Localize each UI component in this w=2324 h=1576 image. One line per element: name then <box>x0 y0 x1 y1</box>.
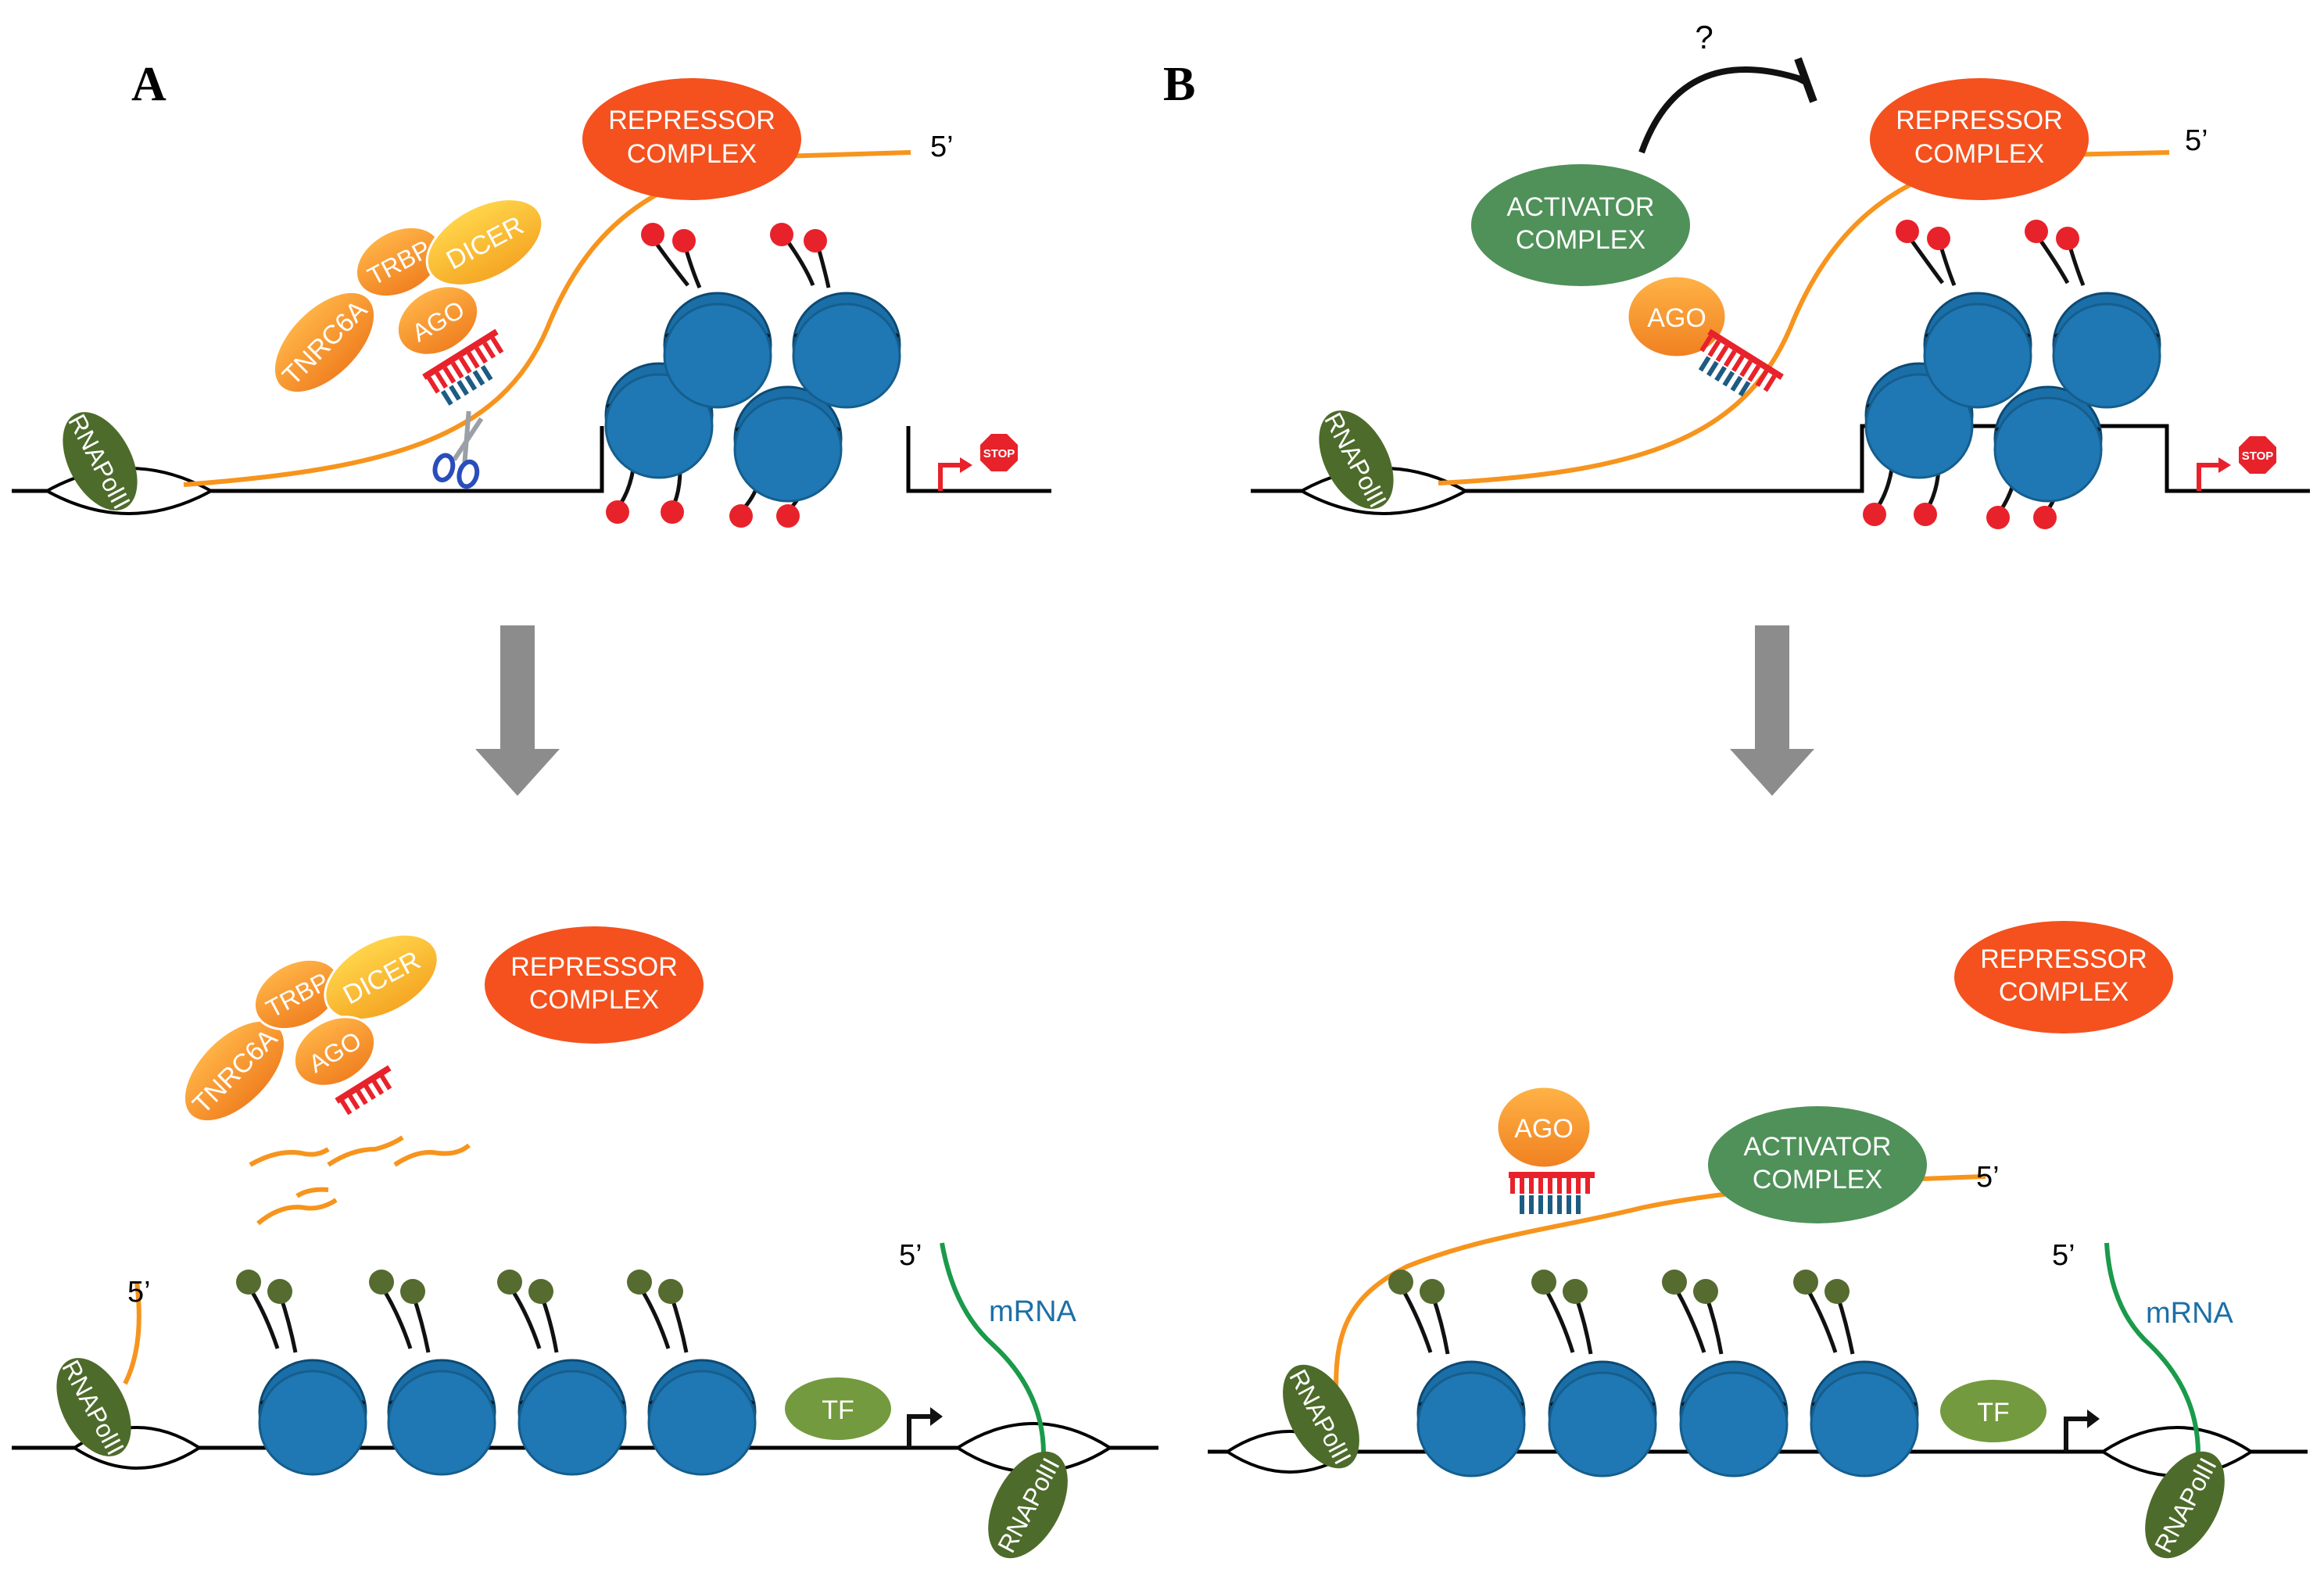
question-mark: ? <box>1695 19 1713 56</box>
panel-b-top: B ? ACTIVATOR COMPLEX RNAPolII AGO <box>1163 19 2310 529</box>
tss-arrowhead <box>960 457 972 473</box>
ago-label: AGO <box>1647 303 1706 333</box>
repressor-label-2: COMPLEX <box>1914 139 2044 169</box>
five-prime-right: 5’ <box>899 1239 922 1272</box>
ago-protein <box>1495 1085 1592 1169</box>
tf-label: TF <box>1977 1398 2010 1427</box>
panel-a-bottom: REPRESSOR COMPLEX TNRC6A TRBP DICER AGO <box>12 926 1158 1559</box>
mrna-label: mRNA <box>2146 1297 2234 1330</box>
repressor-label-1: REPRESSOR <box>1896 106 2063 135</box>
arrow-down-b <box>1730 625 1814 796</box>
sirna-duplex <box>1698 328 1784 397</box>
stop-label: STOP <box>2242 450 2274 463</box>
tss-arrow <box>907 1414 930 1448</box>
tf-label: TF <box>822 1395 854 1425</box>
nucleosome <box>389 1360 495 1474</box>
degraded-rna-fragments <box>249 1135 471 1226</box>
methyl-dots-bottom <box>606 500 800 528</box>
methyl-dots-top <box>1896 220 2079 250</box>
tss-arrow <box>938 463 960 491</box>
nucleosome <box>793 293 900 407</box>
nucleosome <box>2054 293 2160 407</box>
repressor-complex <box>1870 78 2089 200</box>
repressor-complex <box>485 926 704 1044</box>
nucleosome <box>664 293 771 407</box>
stop-sign-icon <box>2239 436 2276 474</box>
stop-label: STOP <box>983 447 1015 460</box>
nucleosome <box>1418 1362 1524 1476</box>
activator-label-2: COMPLEX <box>1753 1165 1882 1195</box>
acetyl-tails <box>1398 1284 1855 1355</box>
five-prime-left: 5’ <box>127 1276 151 1309</box>
sirna-strand <box>335 1065 392 1116</box>
repressor-label-2: COMPLEX <box>529 985 659 1015</box>
scissors-icon <box>432 410 484 489</box>
panel-b-bottom: REPRESSOR COMPLEX 5’ ACTIVATOR COMPLEX A… <box>1208 921 2308 1559</box>
activator-label-1: ACTIVATOR <box>1507 192 1655 222</box>
risc-complex: TNRC6A TRBP DICER AGO <box>272 198 544 395</box>
nucleosome <box>1811 1362 1918 1476</box>
five-prime-right: 5’ <box>2052 1239 2075 1272</box>
stop-sign-icon <box>980 434 1018 471</box>
rnapol-ii: RNAPolII <box>2145 1451 2225 1559</box>
nucleosome <box>1681 1362 1787 1476</box>
repressor-label-2: COMPLEX <box>1999 977 2129 1007</box>
activator-complex <box>1708 1106 1927 1223</box>
repressor-complex <box>582 78 801 200</box>
sirna-duplex <box>422 328 504 406</box>
transcription-bubble <box>954 1422 1113 1474</box>
panel-a-top: A RNAPolII REPRESSOR COMPLEX 5’ TNRC6A T… <box>12 58 1051 528</box>
acetyl-marks <box>236 1270 683 1304</box>
ago-protein <box>1626 274 1728 359</box>
nucleosome <box>1925 293 2031 407</box>
mrna-strand <box>940 1242 1046 1455</box>
arrow-down-a <box>475 625 560 796</box>
acetyl-tails <box>246 1284 689 1353</box>
repressor-complex <box>1954 921 2173 1033</box>
nucleosome <box>1549 1362 1656 1476</box>
tss-arrowhead <box>930 1407 943 1426</box>
rnapol-ii: RNAPolII <box>56 1356 131 1460</box>
acetyl-marks <box>1388 1270 1850 1304</box>
activator-label-2: COMPLEX <box>1516 225 1645 255</box>
methyl-dots-top <box>641 223 827 253</box>
risc-complex: TNRC6A TRBP DICER AGO <box>182 933 439 1123</box>
nascent-rna <box>123 1281 141 1385</box>
five-prime-label: 5’ <box>2185 124 2208 157</box>
tss-arrow <box>2197 463 2218 491</box>
mrna-label: mRNA <box>989 1295 1077 1328</box>
repressor-label-2: COMPLEX <box>627 139 757 169</box>
tss-arrowhead <box>2087 1409 2100 1428</box>
transcription-factor <box>1940 1380 2046 1442</box>
repressor-label-1: REPRESSOR <box>608 106 775 135</box>
panel-b-letter: B <box>1163 58 1195 111</box>
sirna-duplex <box>1509 1172 1595 1214</box>
nucleosome <box>519 1360 625 1474</box>
five-prime-top: 5’ <box>1976 1161 2000 1194</box>
tss-arrowhead <box>2218 457 2231 473</box>
repressor-label-1: REPRESSOR <box>1980 944 2147 974</box>
activator-complex <box>1471 164 1690 286</box>
panel-a-letter: A <box>131 58 167 111</box>
methyl-dots-bottom <box>1863 503 2057 529</box>
nucleosome <box>649 1360 755 1474</box>
inhibition-arc <box>1638 66 1807 154</box>
tss-arrow <box>2064 1417 2087 1452</box>
dna-strand <box>12 426 1051 493</box>
activator-label-1: ACTIVATOR <box>1744 1132 1892 1162</box>
inhibition-bar <box>1794 57 1817 103</box>
transcription-factor <box>785 1377 891 1440</box>
nucleosome <box>260 1360 366 1474</box>
ago-label: AGO <box>1514 1114 1574 1144</box>
mrna-strand <box>2104 1242 2200 1455</box>
five-prime-label: 5’ <box>930 131 954 163</box>
repressor-label-1: REPRESSOR <box>510 952 678 982</box>
